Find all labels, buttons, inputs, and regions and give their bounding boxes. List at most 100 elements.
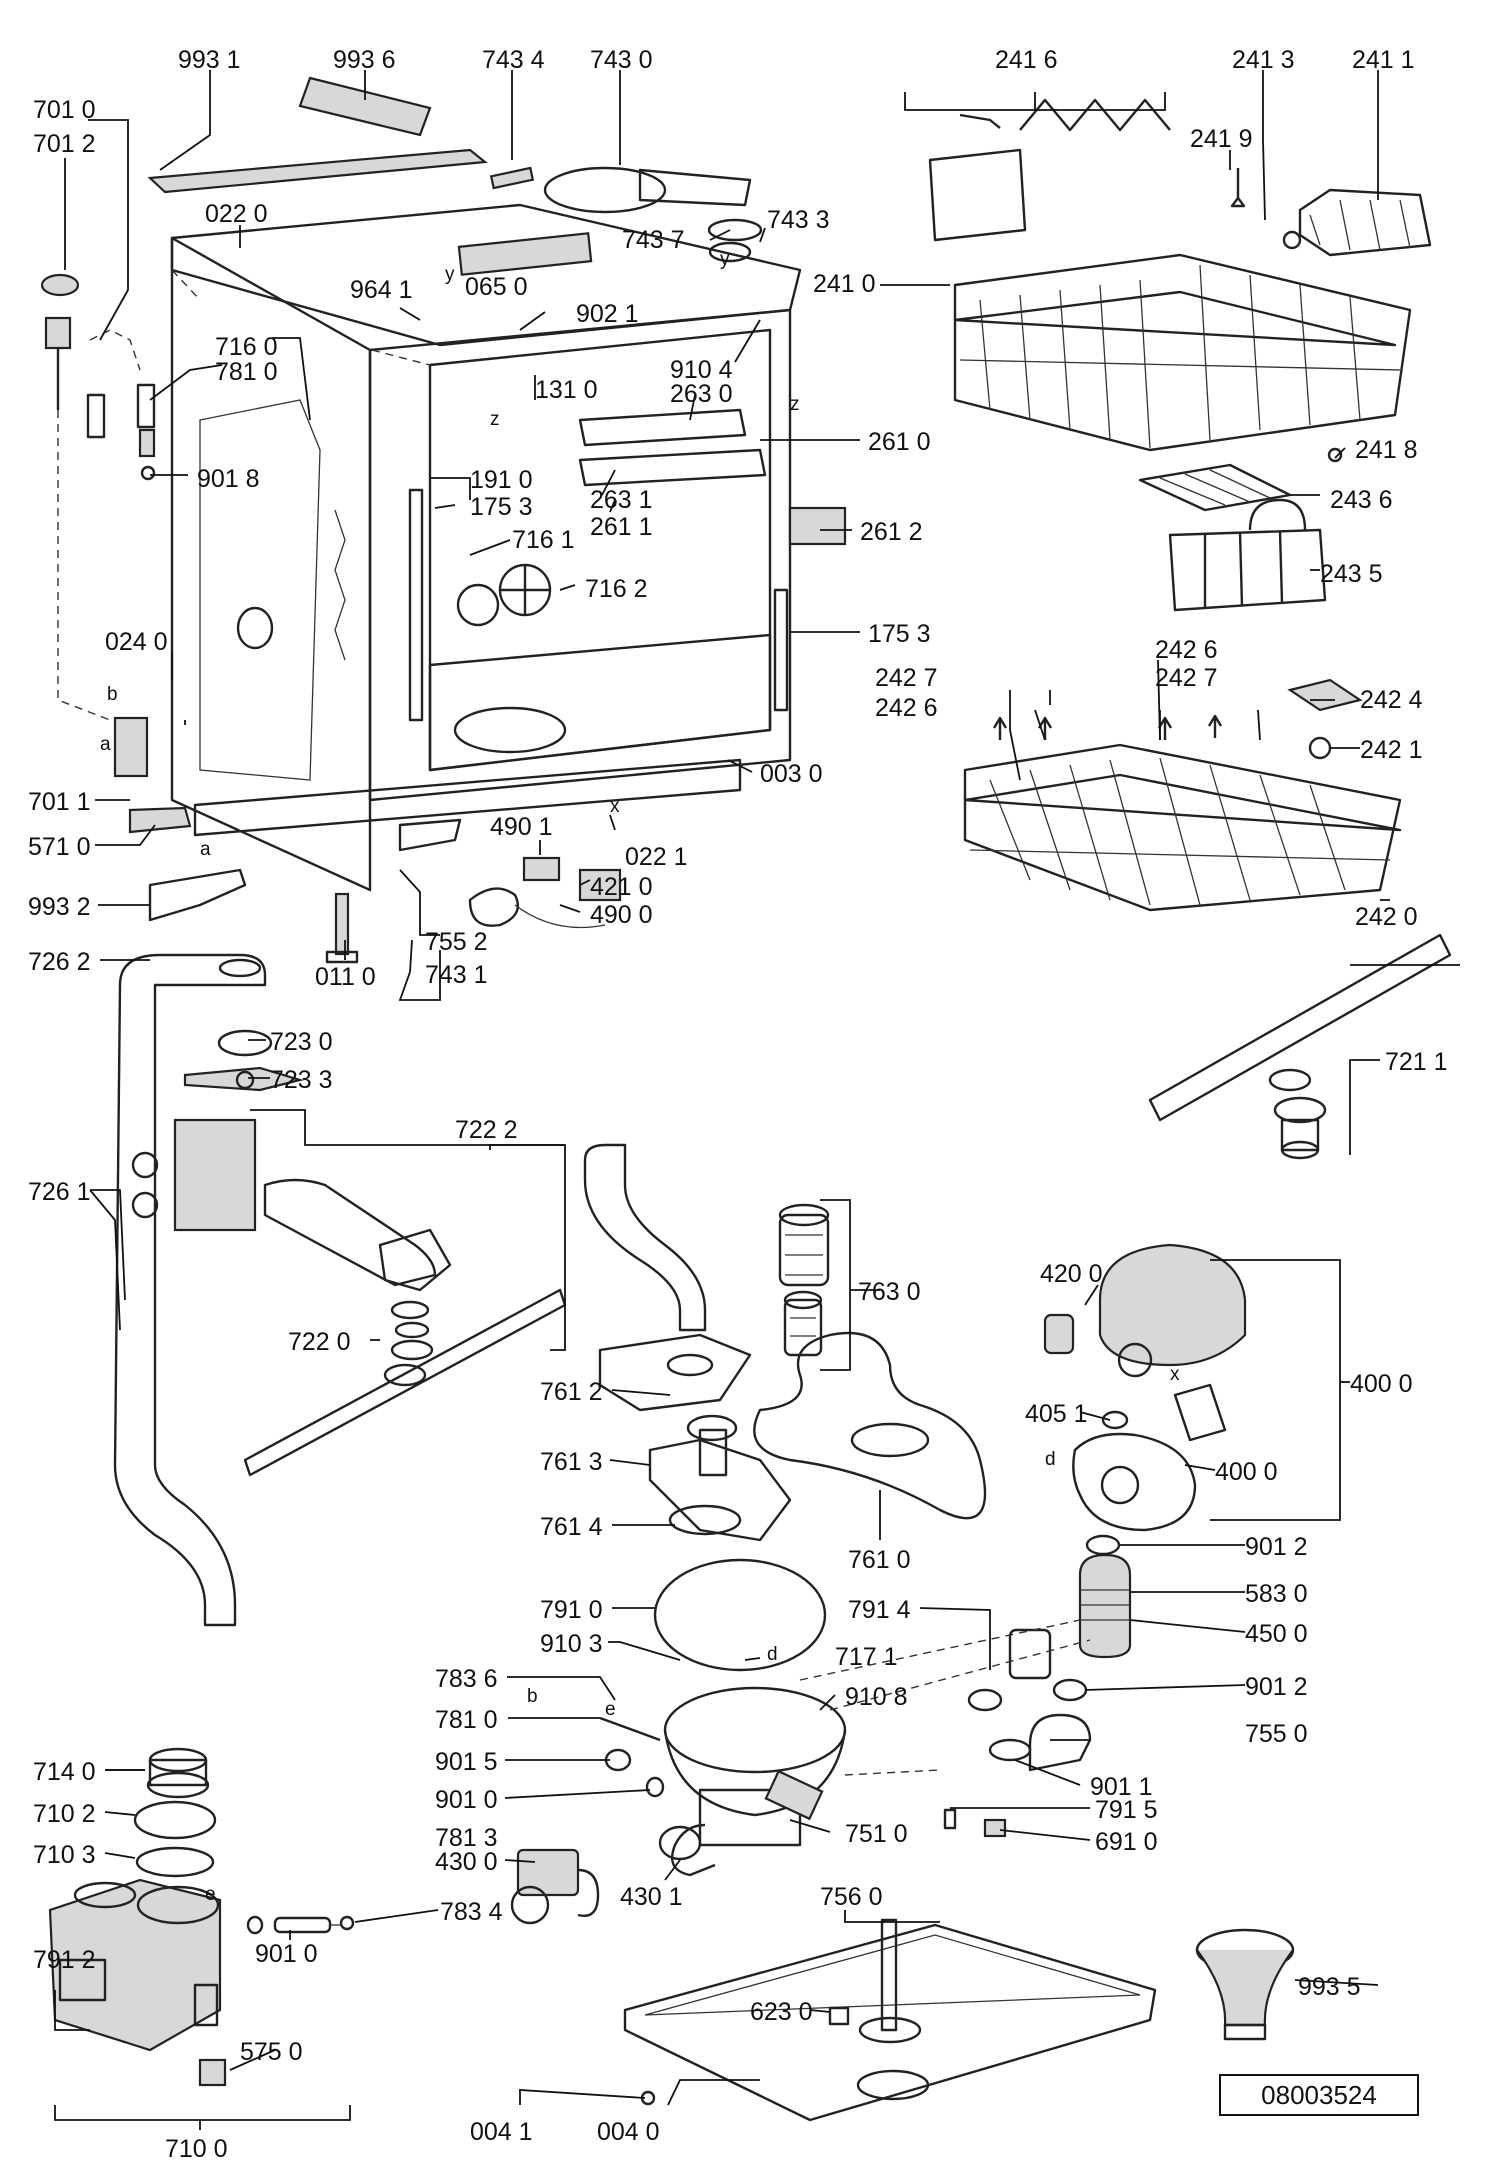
letter-marker: z	[490, 409, 500, 430]
part-label: 993 1	[178, 46, 241, 74]
part-label: 901 1	[1090, 1773, 1153, 1801]
part-label: 901 8	[197, 465, 260, 493]
part-label: 756 0	[820, 1883, 883, 1911]
part-label: 571 0	[28, 833, 91, 861]
part-label: 901 0	[435, 1786, 498, 1814]
part-label: 763 0	[858, 1278, 921, 1306]
part-label: 901 2	[1245, 1673, 1308, 1701]
letter-markers: b a a x y y z z x d d e b e	[100, 249, 1180, 1905]
part-label: 910 8	[845, 1683, 908, 1711]
tub-bottom-parts-drawing	[325, 818, 622, 964]
part-label: 743 7	[622, 226, 685, 254]
letter-marker: a	[100, 734, 111, 755]
part-label: 726 2	[28, 948, 91, 976]
part-label: 243 5	[1320, 560, 1383, 588]
part-label: 421 0	[590, 873, 653, 901]
part-label: 717 1	[835, 1643, 898, 1671]
part-label: 743 3	[767, 206, 830, 234]
leader-lines	[54, 70, 1460, 2130]
part-label: 242 6	[1155, 636, 1218, 664]
part-label: 405 1	[1025, 1400, 1088, 1428]
part-label: 242 4	[1360, 686, 1423, 714]
part-label: 791 4	[848, 1596, 911, 1624]
part-label: 263 1	[590, 486, 653, 514]
part-label: 623 0	[750, 1998, 813, 2026]
part-label: 022 1	[625, 843, 688, 871]
part-label: 902 1	[576, 300, 639, 328]
part-label: 910 3	[540, 1630, 603, 1658]
part-label: 722 2	[455, 1116, 518, 1144]
part-label: 910 4	[670, 356, 733, 384]
part-label: 241 1	[1352, 46, 1415, 74]
part-label: 783 6	[435, 1665, 498, 1693]
part-label: 716 0	[215, 333, 278, 361]
part-label: 691 0	[1095, 1828, 1158, 1856]
part-label: 175 3	[470, 493, 533, 521]
part-label: 400 0	[1215, 1458, 1278, 1486]
lower-spray-arm-drawing	[1148, 933, 1452, 1160]
reference-number-box: 08003524	[1219, 2074, 1419, 2116]
top-spray-arm-drawing	[543, 166, 763, 263]
part-label: 723 3	[270, 1066, 333, 1094]
part-label: 743 4	[482, 46, 545, 74]
tub-cabinet-drawing	[170, 203, 847, 892]
part-label: 065 0	[465, 273, 528, 301]
part-label: 993 5	[1298, 1973, 1361, 2001]
part-label: 716 2	[585, 575, 648, 603]
motor-pump-drawing	[967, 1243, 1247, 1772]
part-label: 242 0	[1355, 903, 1418, 931]
letter-marker: d	[767, 1644, 778, 1665]
part-label: 400 0	[1350, 1370, 1413, 1398]
part-label: 993 6	[333, 46, 396, 74]
part-label: 714 0	[33, 1758, 96, 1786]
part-label: 761 3	[540, 1448, 603, 1476]
part-label: 243 6	[1330, 486, 1393, 514]
part-label: 721 1	[1385, 1048, 1448, 1076]
part-label: 191 0	[470, 466, 533, 494]
part-labels: 993 1 993 6 743 4 743 0 241 6 241 3 241 …	[28, 46, 1448, 2163]
part-label: 716 1	[512, 526, 575, 554]
part-label: 901 2	[1245, 1533, 1308, 1561]
funnel-drawing	[1195, 1928, 1295, 2041]
part-label: 241 3	[1232, 46, 1295, 74]
drain-pump-drawing	[510, 1808, 1007, 1925]
upper-rack-drawing	[928, 98, 1432, 463]
letter-marker: d	[1045, 1449, 1056, 1470]
sump-filters-drawing	[583, 1143, 987, 1542]
part-label: 743 1	[425, 961, 488, 989]
part-label: 420 0	[1040, 1260, 1103, 1288]
letter-marker: a	[200, 839, 211, 860]
lower-rack-drawing	[963, 678, 1402, 912]
part-label: 761 0	[848, 1546, 911, 1574]
part-label: 024 0	[105, 628, 168, 656]
reference-number: 08003524	[1261, 2080, 1377, 2110]
part-label: 430 0	[435, 1848, 498, 1876]
part-label: 022 0	[205, 200, 268, 228]
part-label: 755 0	[1245, 1720, 1308, 1748]
part-label: 490 1	[490, 813, 553, 841]
part-label: 701 1	[28, 788, 91, 816]
top-strip-drawing	[147, 76, 535, 194]
part-label: 755 2	[425, 928, 488, 956]
part-label: 901 5	[435, 1748, 498, 1776]
part-label: 242 7	[1155, 664, 1218, 692]
water-softener-drawing	[48, 1747, 355, 2087]
part-label: 701 0	[33, 96, 96, 124]
cutlery-basket-drawing	[1138, 463, 1327, 612]
part-label: 781 3	[435, 1824, 498, 1852]
base-plate-drawing	[623, 1918, 1157, 2122]
part-label: 791 5	[1095, 1796, 1158, 1824]
part-label: 450 0	[1245, 1620, 1308, 1648]
part-label: 783 4	[440, 1898, 503, 1926]
part-label: 791 2	[33, 1946, 96, 1974]
water-pipe-drawing	[113, 953, 305, 1627]
part-label: 575 0	[240, 2038, 303, 2066]
part-label: 004 0	[597, 2118, 660, 2146]
letter-marker: z	[790, 394, 800, 415]
part-label: 242 7	[875, 664, 938, 692]
drawing-layer	[40, 76, 1452, 2122]
part-label: 723 0	[270, 1028, 333, 1056]
part-label: 261 2	[860, 518, 923, 546]
letter-marker: b	[107, 684, 118, 705]
